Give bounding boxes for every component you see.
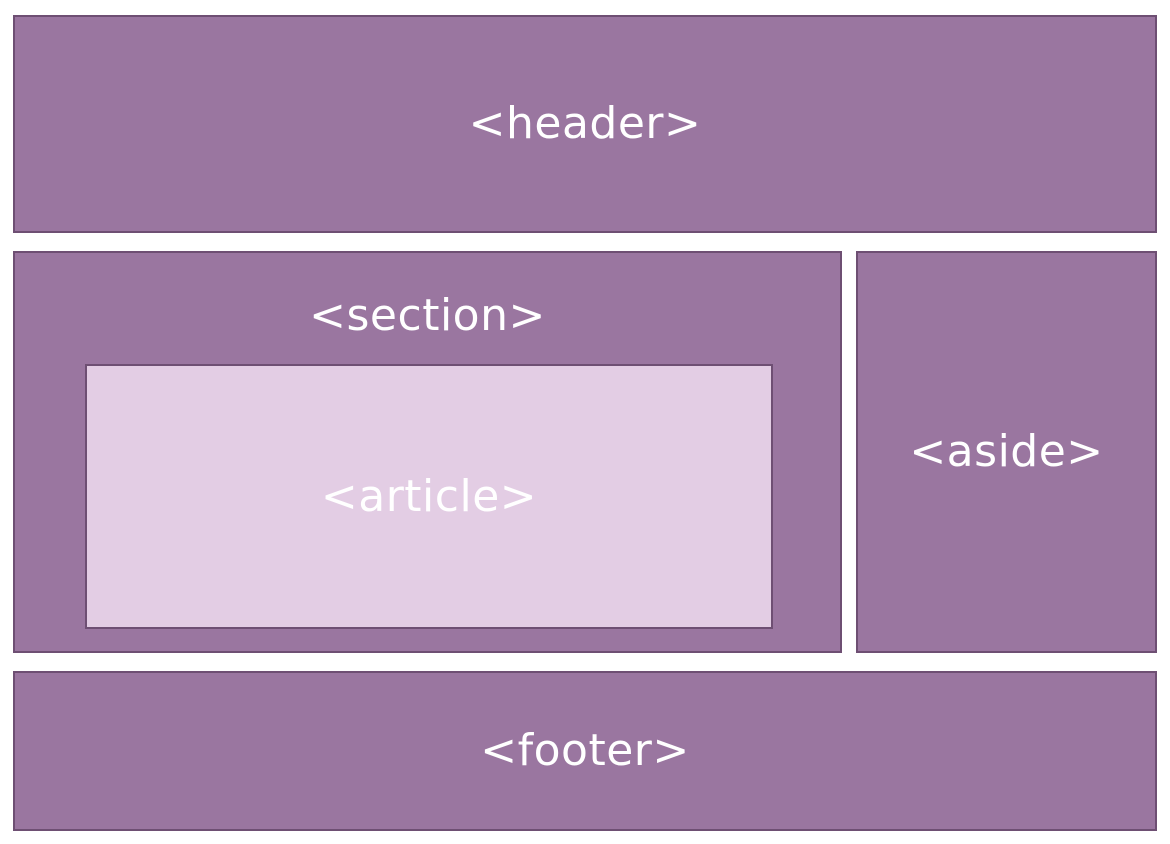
footer-label: <footer> <box>480 725 690 776</box>
article-label: <article> <box>320 470 538 522</box>
section-block: <section> <article> <box>13 251 842 653</box>
section-label: <section> <box>309 290 546 341</box>
article-block: <article> <box>85 364 773 629</box>
header-label: <header> <box>468 98 702 149</box>
aside-label: <aside> <box>909 426 1104 477</box>
footer-block: <footer> <box>13 671 1157 831</box>
header-block: <header> <box>13 15 1157 233</box>
aside-block: <aside> <box>856 251 1157 653</box>
